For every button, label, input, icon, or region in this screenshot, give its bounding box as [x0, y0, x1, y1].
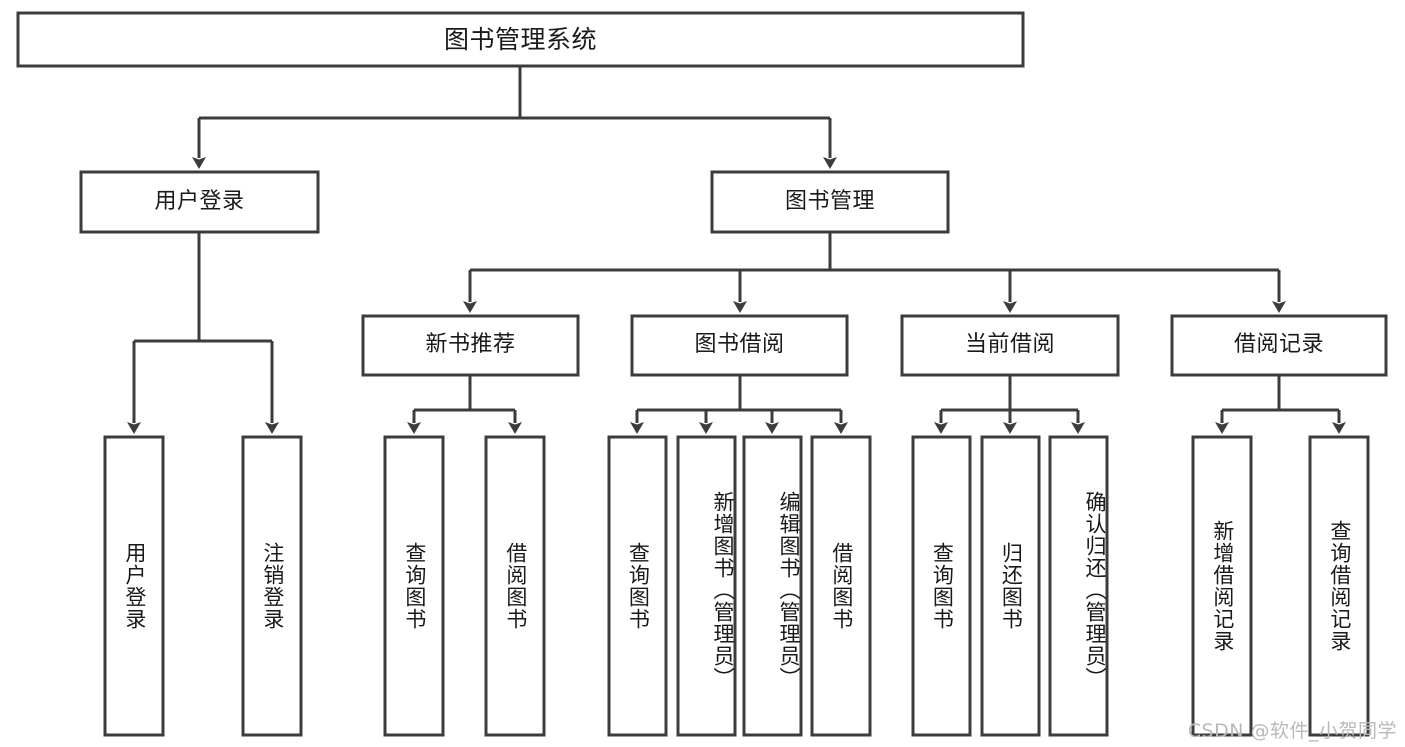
node-leaf-borrow-book-1[interactable] [484, 435, 546, 737]
node-leaf-add-record[interactable] [1191, 435, 1253, 737]
node-leaf-borrow-book-2[interactable] [810, 435, 872, 737]
node-leaf-query-book-1[interactable] [383, 435, 445, 737]
node-borrow-record[interactable] [1170, 314, 1388, 377]
node-leaf-query-record[interactable] [1308, 435, 1370, 737]
node-user-login[interactable] [79, 170, 320, 234]
node-leaf-user-login[interactable] [103, 435, 165, 737]
node-book-borrow[interactable] [630, 314, 849, 377]
node-leaf-add-book[interactable] [676, 435, 737, 737]
node-leaf-query-book-3[interactable] [911, 435, 972, 737]
node-book-manage[interactable] [710, 170, 950, 234]
node-new-book-recommend[interactable] [361, 314, 580, 377]
node-root[interactable] [16, 11, 1025, 68]
node-current-borrow[interactable] [900, 314, 1120, 377]
node-leaf-user-logout[interactable] [241, 435, 303, 737]
node-leaf-return-book[interactable] [980, 435, 1041, 737]
node-leaf-confirm-return[interactable] [1048, 435, 1109, 737]
node-leaf-edit-book[interactable] [742, 435, 803, 737]
watermark-text: CSDN @软件_小贺同学 [1187, 720, 1397, 742]
node-leaf-query-book-2[interactable] [607, 435, 668, 737]
